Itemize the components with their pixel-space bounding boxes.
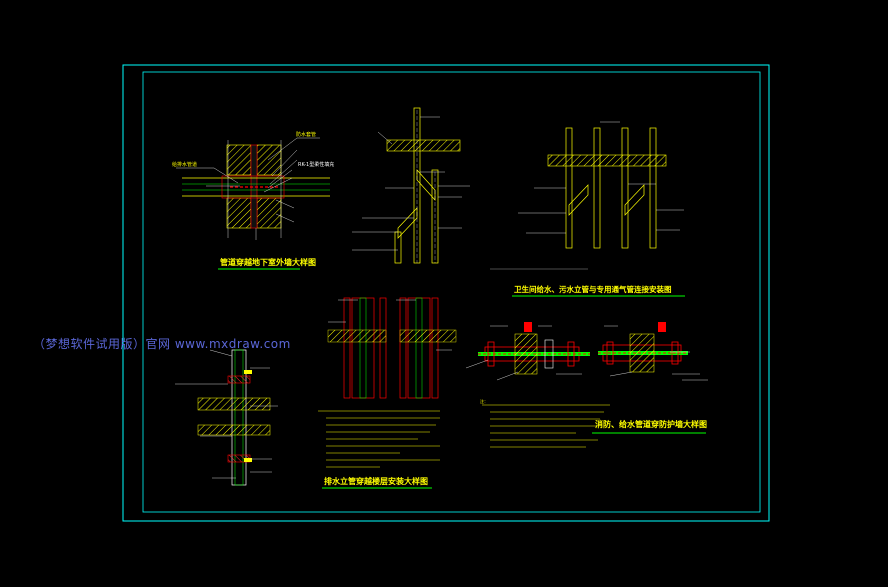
label-wall-sleeve: 防水套管: [296, 132, 317, 138]
label-rk-seal: RK-1型柔性填充: [298, 162, 335, 168]
title-detail-3: 排水立管穿越楼层安装大样图: [324, 477, 428, 486]
detail-floor-penetration-mid: [318, 297, 457, 489]
title-detail-1: 管道穿越地下室外墙大样图: [220, 258, 316, 267]
label-pipe-side: 给排水管道: [172, 162, 198, 168]
detail-wall-penetration: [176, 137, 330, 270]
outer-frame: [122, 64, 770, 522]
detail-protective-wall: [465, 322, 708, 448]
title-detail-4: 消防、给水管道穿防护墙大样图: [595, 420, 707, 429]
detail-vent-connection: [352, 107, 685, 297]
label-note-header: 注：: [480, 399, 488, 404]
detail-floor-penetration-left: [175, 349, 278, 486]
title-detail-2: 卫生间给水、污水立管与专用通气管连接安装图: [514, 285, 672, 294]
inner-frame: [142, 71, 761, 513]
watermark: （梦想软件试用版）官网 www.mxdraw.com: [33, 337, 291, 351]
